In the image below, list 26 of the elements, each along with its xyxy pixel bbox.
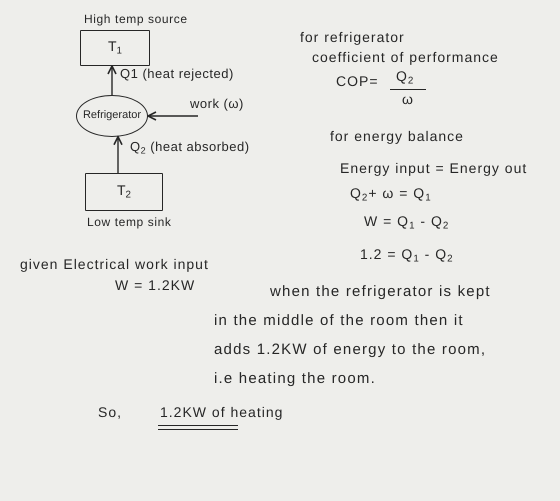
paragraph-text: when the refrigerator is kept in the middle of the room then it adds 1.2KW of energy to the room, i.e heating the room. [214,282,492,389]
edge-label: work (ω) [190,96,244,112]
note-text: coefficient of performance [312,49,499,66]
equation-text: 1.2 = Q$_{1}$ - Q$_{2}$ [360,246,454,266]
equation-text: COP= [336,73,379,90]
note-text: So, [98,404,122,421]
equation-text: W = 1.2KW [115,277,196,294]
note-text: for refrigerator [300,29,405,46]
edge-label: Q1 (heat rejected) [120,66,234,82]
equation-text: W = Q$_{1}$ - Q$_{2}$ [364,213,450,232]
arrow [113,136,123,173]
note-text: for energy balance [330,128,464,145]
edge-label: Q$_{2}$ (heat absorbed) [130,139,250,156]
node-label: Refrigerator [82,109,142,123]
node-label: T$_{1}$ [108,38,122,58]
arrow [147,111,198,121]
equation-text: Energy input = Energy out [340,160,528,177]
fraction-denominator: ω [402,91,414,108]
node-caption: High temp source [84,12,188,26]
fraction-numerator: Q$_{2}$ [396,68,414,88]
note-text: given Electrical work input [20,256,209,273]
arrow [107,65,117,95]
node-label: T$_{2}$ [116,182,131,202]
equation-text: Q$_{2}$+ ω = Q$_{1}$ [350,185,432,204]
node-caption: Low temp sink [87,215,172,230]
answer-text: 1.2KW of heating [160,404,284,421]
